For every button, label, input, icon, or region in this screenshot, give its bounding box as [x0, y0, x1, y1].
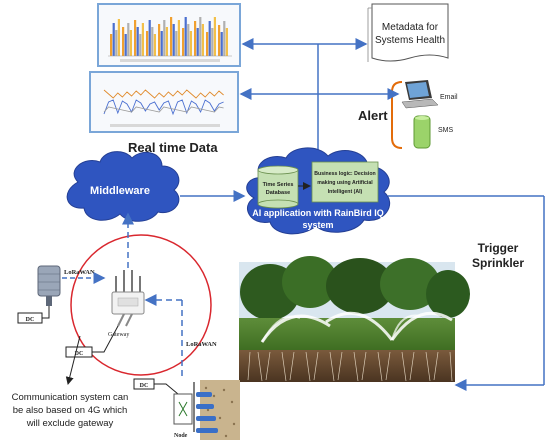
- dc-label-gateway: DC: [75, 351, 84, 357]
- business-logic-box: [311, 161, 379, 203]
- node-label: Node: [174, 433, 188, 439]
- thumbnail-bar: [141, 23, 144, 56]
- trigger-connector: [388, 195, 545, 391]
- alert-label: Alert: [358, 108, 388, 123]
- antenna-icon: [111, 270, 145, 327]
- thumbnail-bar: [110, 34, 113, 56]
- thumbnail-bar: [175, 31, 178, 56]
- thumbnail-bar: [172, 24, 175, 56]
- ai-app-label-line2: system: [302, 220, 333, 230]
- thumbnail-bar: [139, 34, 142, 56]
- thumbnail-bar: [187, 24, 190, 56]
- thumbnail-bar: [151, 27, 154, 56]
- db-label-line2: Database: [266, 190, 290, 196]
- dc-box-node: [133, 378, 155, 390]
- biz-logic-line3: Intelligent (AI): [328, 189, 363, 195]
- ai-app-label-line1: AI application with RainBird IQ: [252, 208, 384, 218]
- thumbnail-bar: [112, 23, 115, 56]
- lorawan-top-label: LoRaWAN: [64, 269, 95, 276]
- thumbnail-bar: [124, 34, 127, 56]
- metadata-label-line1: Metadata for: [382, 22, 439, 33]
- thumbnail-bar: [225, 28, 228, 56]
- thumbnail-bar: [122, 27, 125, 56]
- thumbnail-bar: [206, 32, 209, 56]
- gateway-range-circle: [70, 234, 212, 376]
- bar-chart-thumbnail: [97, 3, 241, 67]
- biz-logic-line1: Business logic: Decision: [314, 171, 375, 177]
- thumbnail-bar: [165, 27, 168, 56]
- thumbnail-bar: [146, 31, 149, 56]
- thumbnail-bar: [194, 21, 197, 56]
- sprinkler-field-image: [239, 256, 470, 382]
- thumbnail-bar: [220, 32, 223, 56]
- phone-icon: [413, 115, 431, 149]
- laptop-icon: [401, 80, 439, 109]
- thumbnail-bar: [211, 28, 214, 56]
- thumbnail-bar: [189, 31, 192, 56]
- thumbnail-bar: [213, 17, 216, 56]
- note-pointer-arrow: [65, 335, 81, 385]
- top-connectors: [239, 38, 400, 168]
- thumbnail-bar: [158, 24, 161, 56]
- thumbnail-bar: [136, 27, 139, 56]
- thumbnail-bar: [160, 31, 163, 56]
- thumbnail-bar: [153, 34, 156, 56]
- alert-bracket: [391, 81, 403, 149]
- thumbnail-bar: [127, 23, 130, 56]
- thumbnail-bar: [196, 28, 199, 56]
- thumbnail-line: [103, 106, 224, 113]
- metadata-label-line2: Systems Health: [375, 35, 445, 46]
- db-label-line1: Time Series: [263, 182, 294, 188]
- dc-wiring: [42, 306, 179, 395]
- real-time-data-label: Real time Data: [128, 140, 218, 155]
- email-label: Email: [440, 94, 458, 101]
- thumbnail-bar: [177, 20, 180, 56]
- thumbnail-bar: [163, 20, 166, 56]
- dc-box-gateway: [65, 346, 93, 358]
- thumbnail-bar: [148, 20, 151, 56]
- dc-label-node: DC: [140, 383, 149, 389]
- dc-box-sensor: [17, 312, 43, 324]
- document-icon: [367, 3, 449, 62]
- sms-label: SMS: [438, 127, 454, 134]
- thumbnail-line: [103, 89, 224, 99]
- thumbnail-bar: [223, 21, 226, 56]
- thumbnail-bar: [208, 21, 211, 56]
- lorawan-mid-label: LoRaWAN: [186, 341, 217, 348]
- thumbnail-bar: [115, 30, 118, 56]
- thumbnail-bar: [184, 17, 187, 56]
- line-chart-thumbnail: [89, 71, 239, 133]
- thumbnail-line: [103, 99, 224, 116]
- trigger-label-line2: Sprinkler: [472, 256, 524, 270]
- sensor-node-icon: [173, 380, 240, 440]
- thumbnail-bar: [218, 25, 221, 56]
- middleware-label: Middleware: [90, 185, 150, 197]
- thumbnail-bar: [134, 20, 137, 56]
- comm-note-line1: Communication system can: [12, 392, 129, 403]
- thumbnail-bar: [182, 28, 185, 56]
- node-to-gateway-connector: [144, 294, 183, 376]
- gateway-label: Gateway: [108, 332, 129, 338]
- trigger-label-line1: Trigger: [478, 241, 519, 255]
- thumbnail-bar: [201, 24, 204, 56]
- thumbnail-bar: [199, 17, 202, 56]
- sensor-icon: [37, 265, 61, 306]
- middleware-cloud: [66, 151, 180, 222]
- thumbnail-bar: [117, 19, 120, 56]
- dc-label-sensor: DC: [26, 317, 35, 323]
- database-icon: [257, 165, 299, 209]
- thumbnail-bar: [170, 17, 173, 56]
- comm-note-line2: be also based on 4G which: [13, 405, 128, 416]
- comm-note-line3: will exclude gateway: [26, 418, 114, 429]
- thumbnail-bar: [129, 30, 132, 56]
- biz-logic-line2: making using Artificial: [317, 180, 373, 186]
